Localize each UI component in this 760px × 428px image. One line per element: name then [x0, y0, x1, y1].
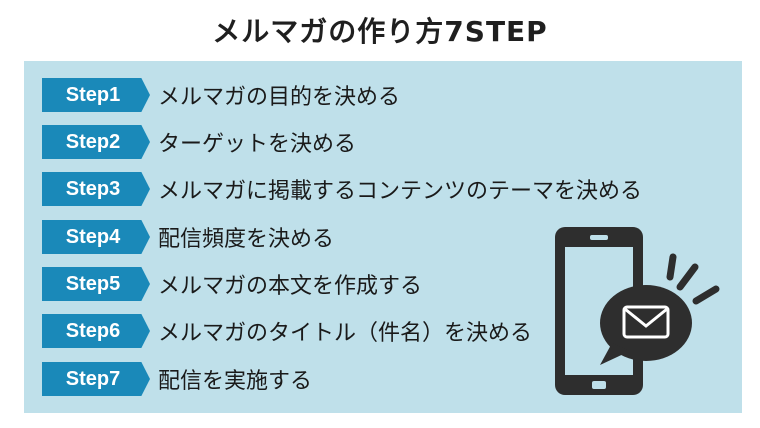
step-text-4: 配信頻度を決める	[158, 227, 335, 252]
step-badge-1: Step1	[42, 78, 150, 112]
step-row-2: Step2 ターゲットを決める	[42, 125, 356, 159]
step-badge-2: Step2	[42, 125, 150, 159]
step-badge-5: Step5	[42, 267, 150, 301]
step-text-5: メルマガの本文を作成する	[158, 274, 423, 299]
step-badge-4: Step4	[42, 220, 150, 254]
step-row-4: Step4 配信頻度を決める	[42, 220, 334, 254]
step-text-7: 配信を実施する	[158, 369, 313, 394]
step-badge-7: Step7	[42, 362, 150, 396]
step-row-3: Step3 メルマガに掲載するコンテンツのテーマを決める	[42, 172, 642, 206]
step-row-7: Step7 配信を実施する	[42, 362, 312, 396]
step-badge-6: Step6	[42, 314, 150, 348]
envelope-icon	[622, 305, 670, 339]
page-title: メルマガの作り方7STEP	[212, 15, 548, 48]
step-badge-3: Step3	[42, 172, 150, 206]
step-text-6: メルマガのタイトル（件名）を決める	[158, 321, 533, 346]
step-row-1: Step1 メルマガの目的を決める	[42, 78, 400, 112]
signal-lines-icon	[666, 253, 720, 305]
step-text-3: メルマガに掲載するコンテンツのテーマを決める	[158, 179, 643, 204]
step-text-1: メルマガの目的を決める	[158, 85, 401, 110]
step-text-2: ターゲットを決める	[158, 132, 357, 157]
step-row-5: Step5 メルマガの本文を作成する	[42, 267, 422, 301]
step-row-6: Step6 メルマガのタイトル（件名）を決める	[42, 314, 532, 348]
phone-mail-illustration	[555, 227, 720, 395]
